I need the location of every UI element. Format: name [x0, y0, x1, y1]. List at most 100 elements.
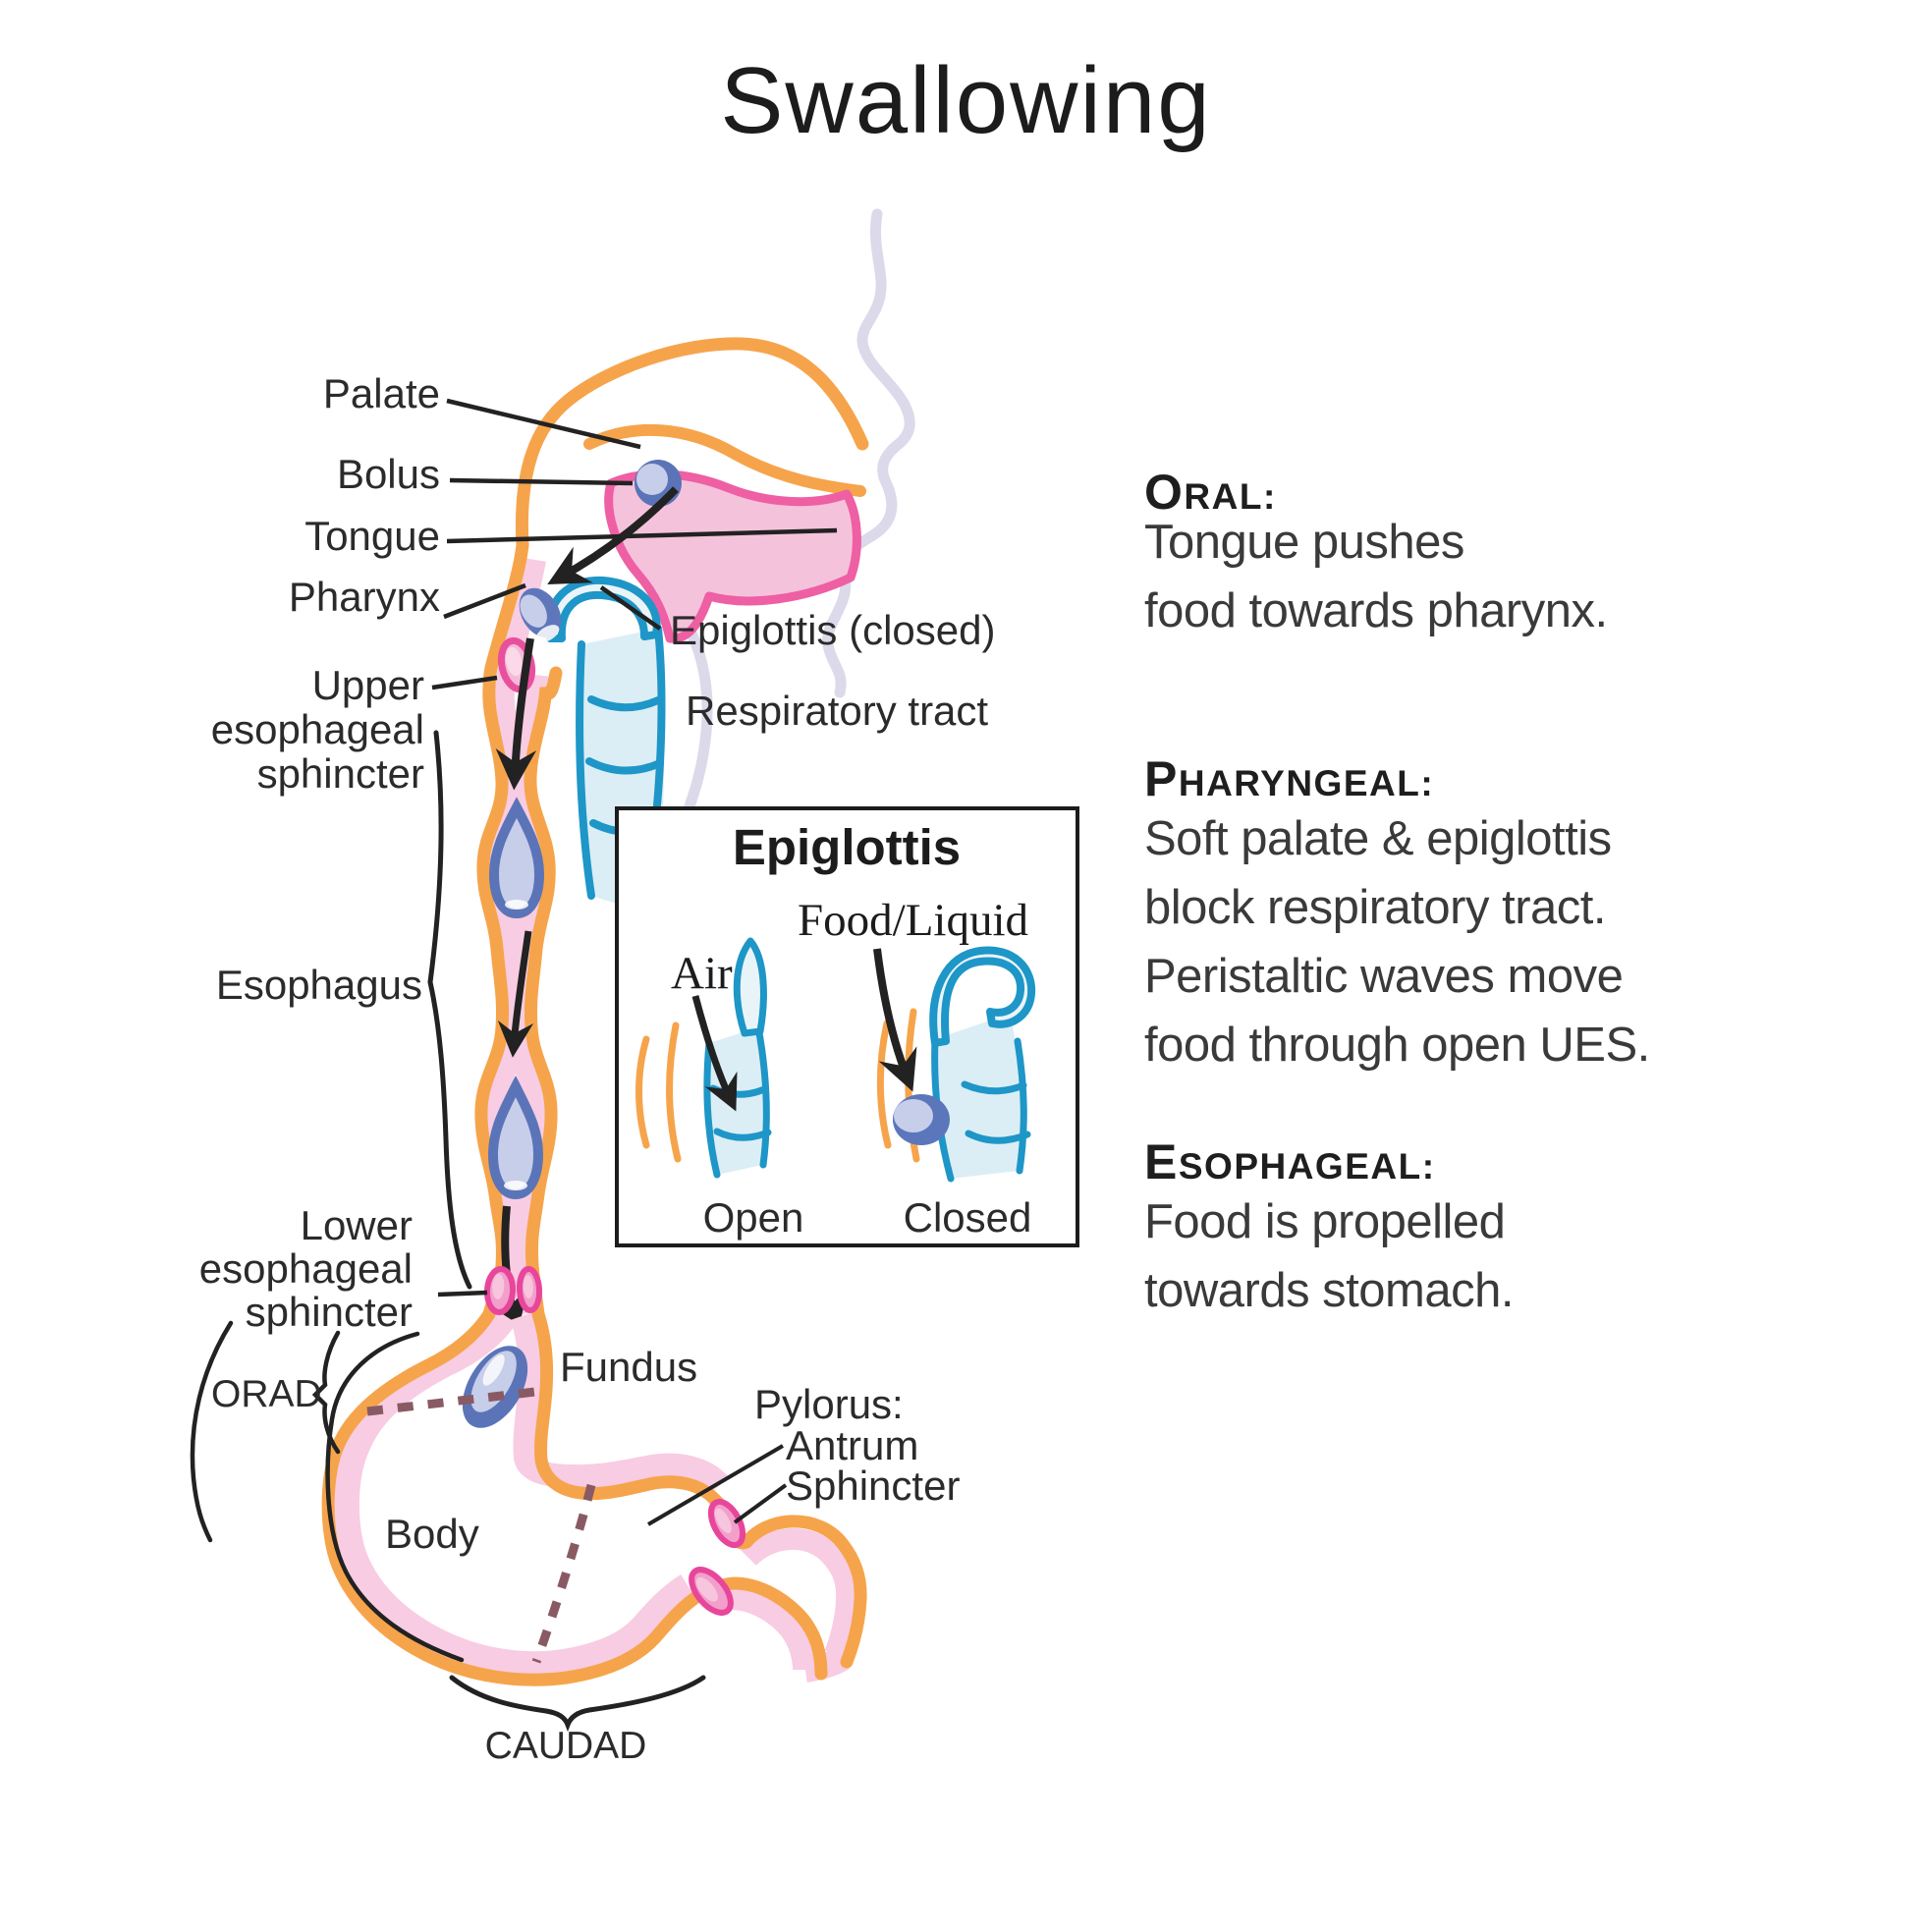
- pharynx-bolus-inner: [520, 594, 547, 628]
- pharynx-label: Pharynx: [289, 574, 440, 620]
- epiglottis-closed-label: Epiglottis (closed): [670, 607, 995, 653]
- bolus-teardrop: [488, 797, 545, 919]
- open-trachea-ring: [713, 1128, 772, 1141]
- les-label-line: sphincter: [246, 1289, 413, 1335]
- skull-outline: [515, 337, 869, 552]
- orad-brace-arc: [325, 1331, 465, 1663]
- stage-esophageal-heading: Esophageal:: [1144, 1134, 1436, 1189]
- inset-closed-graphic: [873, 946, 1036, 1183]
- palate-label: Palate: [323, 370, 440, 416]
- closed-trachea-ring: [961, 1080, 1027, 1095]
- ues-label-line: esophageal: [211, 706, 424, 752]
- arrow-mid-esophagus: [497, 930, 534, 1058]
- closed-trachea-ring: [965, 1130, 1031, 1144]
- esophagus-brace: [427, 730, 472, 1290]
- inset-title: Epiglottis: [733, 819, 961, 875]
- duodenum-mucosa-top: [741, 1527, 858, 1658]
- esophagus-bolus-2: [487, 1075, 544, 1200]
- bolus-highlight: [505, 900, 528, 910]
- stage-pharyngeal-line: block respiratory tract.: [1144, 881, 1607, 934]
- stomach-bolus-inner: [470, 1351, 517, 1412]
- tongue-label: Tongue: [304, 513, 440, 559]
- inset-open-graphic: [635, 937, 772, 1179]
- palate-leader: [446, 398, 641, 450]
- page-title: Swallowing: [720, 48, 1212, 153]
- epiglottis-inset: Epiglottis Food/Liquid Air: [615, 806, 1079, 1247]
- stage-pharyngeal-line: Soft palate & epiglottis: [1144, 812, 1612, 865]
- duodenum-mucosa-bottom: [730, 1588, 814, 1671]
- pharynx-bolus: [519, 587, 562, 642]
- food-liquid-arrow: [873, 948, 917, 1092]
- lower-esophageal-sphincter-graphic: [483, 1266, 543, 1315]
- les-label-line: esophageal: [199, 1245, 413, 1292]
- pharynx-bolus-highlight: [535, 625, 560, 642]
- sphincter-leader: [733, 1483, 788, 1524]
- les-oval-right-inner: [523, 1275, 533, 1299]
- les-oval-left-inner: [492, 1273, 505, 1299]
- esophagus-right-wall: [524, 666, 563, 1321]
- pylorus-oval-top-inner: [714, 1508, 732, 1534]
- epiglottis-folded: [545, 576, 661, 642]
- palate-arc: [583, 423, 866, 497]
- stage-pharyngeal-line: Peristaltic waves move: [1144, 950, 1624, 1003]
- open-label: Open: [703, 1194, 804, 1241]
- closed-trachea-edge: [1014, 1037, 1027, 1175]
- caudad-label: CAUDAD: [485, 1725, 647, 1767]
- bolus-highlight: [504, 1181, 527, 1190]
- mouth-bolus-inner: [636, 464, 668, 495]
- esophagus-bolus-1: [488, 797, 545, 919]
- air-arrow: [691, 995, 738, 1112]
- anatomy-labels: Palate Bolus Tongue Pharynx Upper esopha…: [199, 370, 996, 1767]
- trachea-ring: [585, 757, 664, 775]
- stomach-mucosa-greater: [333, 1308, 695, 1678]
- mouth-bolus: [635, 460, 682, 507]
- ues-label-line: Upper: [312, 662, 424, 708]
- bolus-label: Bolus: [337, 451, 440, 497]
- closed-epiglottis-folded: [929, 946, 1036, 1047]
- open-trachea-fill: [707, 1027, 766, 1175]
- stage-oral-heading: Oral:: [1144, 465, 1277, 520]
- body-antrum-divider: [531, 1483, 596, 1664]
- orad-label: ORAD: [211, 1373, 322, 1415]
- closed-label: Closed: [904, 1194, 1032, 1241]
- annotation-lines: [190, 398, 838, 1733]
- face-profile-line: [822, 208, 915, 698]
- pylorus-oval-bottom-inner: [695, 1576, 718, 1602]
- stomach-bolus-highlight: [482, 1354, 505, 1386]
- stage-pharyngeal-heading: Pharyngeal:: [1144, 751, 1435, 806]
- stomach-outer-greater-curve: [321, 1307, 828, 1686]
- trachea-ring: [587, 695, 662, 712]
- epiglottis-closed-leader: [599, 585, 662, 631]
- antrum-label: Antrum: [786, 1422, 918, 1468]
- ues-oval-inner: [505, 646, 523, 677]
- ues-label-line: sphincter: [257, 750, 424, 797]
- les-label-line: Lower: [301, 1202, 413, 1248]
- fundus-label: Fundus: [560, 1344, 697, 1390]
- les-leader: [437, 1290, 488, 1297]
- bolus-leader: [449, 477, 634, 486]
- tongue-leader: [446, 527, 838, 544]
- head-outline: [515, 337, 869, 552]
- open-trachea-edge: [754, 1023, 770, 1169]
- stomach-region-dividers: [366, 1387, 596, 1664]
- pharynx-leader: [443, 582, 526, 620]
- stomach-bolus: [462, 1346, 528, 1428]
- caudad-brace: [449, 1675, 706, 1733]
- body-label: Body: [385, 1511, 479, 1557]
- bolus-teardrop: [487, 1075, 544, 1200]
- pylorus-label: Pylorus:: [754, 1381, 904, 1427]
- orad-brace-arc-outer: [190, 1320, 234, 1543]
- esophagus-label: Esophagus: [216, 962, 422, 1008]
- stage-esophageal-line: towards stomach.: [1144, 1264, 1515, 1317]
- respiratory-tract-label: Respiratory tract: [686, 688, 988, 734]
- antrum-leader: [646, 1444, 785, 1526]
- closed-bolus-inner: [894, 1099, 933, 1132]
- esophagus-left-mucosa: [484, 558, 546, 1317]
- stage-esophageal-line: Food is propelled: [1144, 1195, 1506, 1248]
- ues-leader: [431, 675, 498, 690]
- stage-pharyngeal-line: food through open UES.: [1144, 1019, 1650, 1072]
- stage-oral-line: Tongue pushes: [1144, 516, 1464, 569]
- sphincter-label: Sphincter: [786, 1463, 960, 1509]
